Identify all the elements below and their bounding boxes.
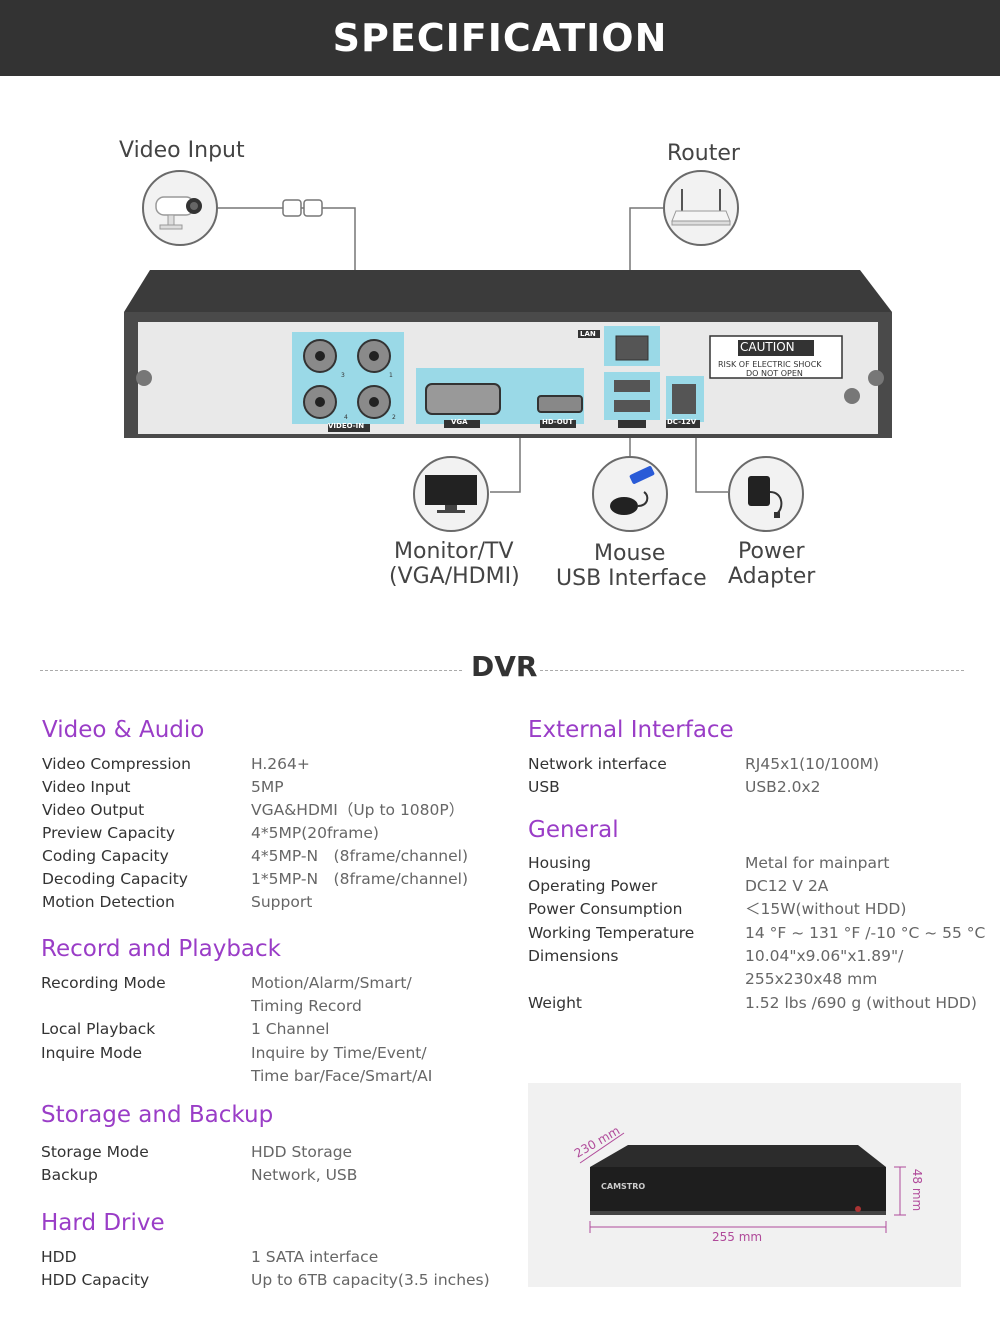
spec-label: Operating Power bbox=[528, 877, 658, 895]
dimension-width-label: 255 mm bbox=[712, 1230, 763, 1244]
divider-right bbox=[540, 670, 964, 671]
spec-value: Inquire by Time/Event/ bbox=[251, 1044, 427, 1062]
spec-value: Support bbox=[251, 893, 313, 911]
spec-value-cont: Time bar/Face/Smart/AI bbox=[251, 1067, 433, 1085]
spec-label: Recording Mode bbox=[41, 974, 166, 992]
video-input-label: Video Input bbox=[119, 138, 245, 163]
spec-label: USB bbox=[528, 778, 560, 796]
spec-label: HDD bbox=[41, 1248, 77, 1266]
port-label-vga: VGA bbox=[451, 418, 468, 426]
port-label-lan: LAN bbox=[580, 330, 596, 338]
spec-value: DC12 V 2A bbox=[745, 877, 829, 895]
spec-value: 10.04"x9.06"x1.89"/ bbox=[745, 947, 904, 965]
monitor-label-line-2: (VGA/HDMI) bbox=[389, 564, 520, 589]
caution-title: CAUTION bbox=[740, 340, 795, 354]
usb-mouse-icon bbox=[592, 456, 668, 532]
spec-label: Backup bbox=[41, 1166, 98, 1184]
port-label-hd-out: HD-OUT bbox=[542, 418, 574, 426]
spec-label: Preview Capacity bbox=[42, 824, 175, 842]
port-label-video-in: VIDEO-IN bbox=[328, 422, 365, 430]
page-title: SPECIFICATION bbox=[332, 16, 668, 60]
spec-value: 14 °F ~ 131 °F /-10 °C ~ 55 °C bbox=[745, 924, 986, 942]
spec-value: 4*5MP-N (8frame/channel) bbox=[251, 847, 469, 865]
camera-icon bbox=[142, 170, 218, 246]
spec-value: HDD Storage bbox=[251, 1143, 353, 1161]
bnc-number-2: 2 bbox=[392, 414, 396, 421]
spec-value: VGA&HDMI（Up to 1080P） bbox=[251, 801, 465, 819]
spec-value: 1*5MP-N (8frame/channel) bbox=[251, 870, 469, 888]
spec-label: Video Input bbox=[42, 778, 131, 796]
bnc-number-3: 3 bbox=[341, 372, 345, 379]
spec-label: Network interface bbox=[528, 755, 667, 773]
spec-label: Video Output bbox=[42, 801, 145, 819]
spec-value: Network, USB bbox=[251, 1166, 358, 1184]
router-label: Router bbox=[667, 141, 740, 166]
section-title-general: General bbox=[528, 817, 619, 843]
product-dimension-photo: CAMSTRO 230 mm 48 mm 255 mm bbox=[528, 1083, 961, 1287]
spec-value: USB2.0x2 bbox=[745, 778, 821, 796]
port-label-dc: DC-12V bbox=[667, 418, 697, 426]
spec-label: Local Playback bbox=[41, 1020, 156, 1038]
spec-label: Power Consumption bbox=[528, 900, 683, 918]
spec-value: RJ45x1(10/100M) bbox=[745, 755, 880, 773]
bnc-number-1: 1 bbox=[389, 372, 393, 379]
section-title-record-playback: Record and Playback bbox=[41, 936, 281, 962]
section-title-storage-backup: Storage and Backup bbox=[41, 1102, 274, 1128]
spec-label: Housing bbox=[528, 854, 592, 872]
dvr-unit-illustration bbox=[579, 1132, 906, 1233]
spec-label: Decoding Capacity bbox=[42, 870, 188, 888]
spec-value: ＜15W(without HDD) bbox=[745, 900, 907, 918]
section-title-hard-drive: Hard Drive bbox=[41, 1210, 165, 1236]
spec-label: Motion Detection bbox=[42, 893, 175, 911]
spec-value: 4*5MP(20frame) bbox=[251, 824, 379, 842]
router-icon bbox=[663, 170, 739, 246]
spec-value: Metal for mainpart bbox=[745, 854, 890, 872]
dvr-rear-panel bbox=[124, 270, 892, 438]
power-adapter-icon bbox=[728, 456, 804, 532]
spec-value: 1.52 lbs /690 g (without HDD) bbox=[745, 994, 977, 1012]
spec-value: Motion/Alarm/Smart/ bbox=[251, 974, 412, 992]
spec-value: 1 Channel bbox=[251, 1020, 330, 1038]
mouse-label-line-2: USB Interface bbox=[556, 566, 707, 591]
spec-label: Storage Mode bbox=[41, 1143, 149, 1161]
bnc-cable-connector-icon bbox=[282, 199, 323, 217]
monitor-icon bbox=[413, 456, 489, 532]
spec-value-cont: Timing Record bbox=[251, 997, 362, 1015]
brand-logo: CAMSTRO bbox=[601, 1182, 646, 1191]
spec-label: Weight bbox=[528, 994, 583, 1012]
spec-value: Up to 6TB capacity(3.5 inches) bbox=[251, 1271, 490, 1289]
spec-label: Coding Capacity bbox=[42, 847, 169, 865]
spec-label: Inquire Mode bbox=[41, 1044, 143, 1062]
dvr-section-title: DVR bbox=[471, 650, 538, 683]
mouse-label-line-1: Mouse bbox=[594, 541, 666, 566]
caution-line-2: DO NOT OPEN bbox=[746, 369, 803, 378]
divider-left bbox=[40, 670, 462, 671]
power-label-line-2: Adapter bbox=[728, 564, 816, 589]
spec-value: 5MP bbox=[251, 778, 284, 796]
spec-label: HDD Capacity bbox=[41, 1271, 150, 1289]
spec-label: Video Compression bbox=[42, 755, 191, 773]
spec-value: 1 SATA interface bbox=[251, 1248, 379, 1266]
spec-value-cont: 255x230x48 mm bbox=[745, 970, 878, 988]
monitor-label-line-1: Monitor/TV bbox=[394, 539, 514, 564]
section-title-video-audio: Video & Audio bbox=[42, 717, 205, 743]
header-bar: SPECIFICATION bbox=[0, 0, 1000, 76]
bnc-number-4: 4 bbox=[344, 414, 348, 421]
spec-value: H.264+ bbox=[251, 755, 310, 773]
spec-label: Working Temperature bbox=[528, 924, 695, 942]
caution-line-1: RISK OF ELECTRIC SHOCK bbox=[718, 360, 822, 369]
dimension-height-label: 48 mm bbox=[910, 1168, 925, 1212]
section-title-external-interface: External Interface bbox=[528, 717, 734, 743]
spec-label: Dimensions bbox=[528, 947, 619, 965]
power-label-line-1: Power bbox=[738, 539, 805, 564]
